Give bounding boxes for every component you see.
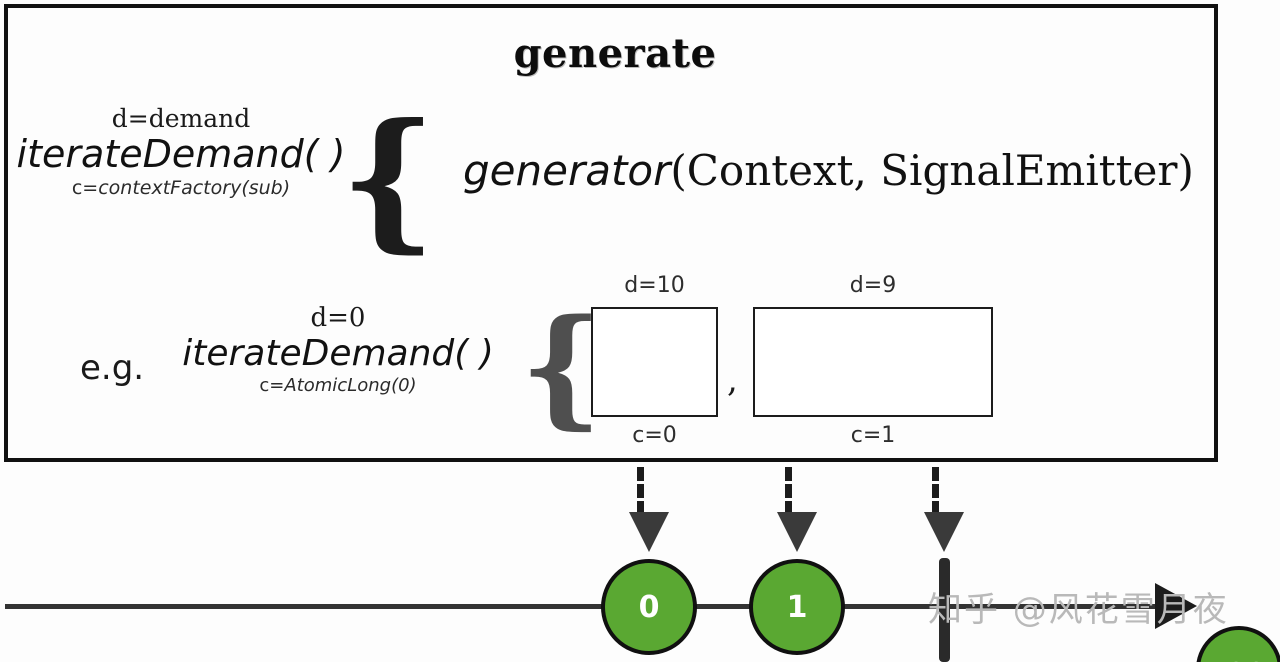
page-title: generate <box>513 30 717 77</box>
timeline-marble-1: 1 <box>749 559 845 655</box>
generate-operator-panel: generate d=demand iterateDemand( ) c=con… <box>4 4 1280 662</box>
generator-signature-name: generator <box>463 146 671 195</box>
demand-annotation-top: d=demand <box>111 104 251 133</box>
emission-arrow-icon-2 <box>777 467 817 557</box>
emission-arrow-head-3 <box>924 512 964 552</box>
timeline-marble-0: 0 <box>601 559 697 655</box>
context-annotation-top-prefix: c= <box>71 176 99 199</box>
generator-signature: generator(Context, SignalEmitter) <box>463 146 1194 195</box>
timeline-completion-bar-icon <box>939 558 950 662</box>
emission-arrow-stem-1 <box>637 467 644 515</box>
context-annotation-example-prefix: c= <box>259 374 285 396</box>
emission-box-1-demand-label: d=10 <box>624 273 685 298</box>
emission-box-2: c++ <box>753 307 993 417</box>
emission-box-1: c++ <box>591 307 1280 662</box>
emission-arrow-stem-3 <box>932 467 939 515</box>
boxes-separator: , <box>727 360 738 400</box>
emission-box-2-context-label: c=1 <box>850 423 896 448</box>
generator-signature-params: (Context, SignalEmitter) <box>670 146 1194 195</box>
cpp-marble-icon-1: c++ <box>1196 626 1280 662</box>
iterate-demand-signature-example: d=0 iterateDemand( ) c=AtomicLong(0) <box>163 305 513 395</box>
emission-box-2-demand-label: d=9 <box>849 273 897 298</box>
iterate-demand-label-example: iterateDemand( ) <box>182 333 494 374</box>
emission-arrow-icon-1 <box>629 467 669 557</box>
emission-box-1-context-label: c=0 <box>632 423 677 448</box>
timeline-axis <box>5 604 1165 609</box>
watermark: 知乎 @风花雪月夜 <box>928 590 1229 630</box>
emission-arrow-icon-3 <box>924 467 964 557</box>
emission-arrow-head-1 <box>629 512 669 552</box>
demand-annotation-example: d=0 <box>310 303 366 333</box>
brace-top-icon: { <box>340 91 437 267</box>
brace-example-icon: { <box>520 292 603 442</box>
context-annotation-top: c=contextFactory(sub) <box>16 176 346 199</box>
context-annotation-top-value: contextFactory(sub) <box>98 176 291 199</box>
context-annotation-example: c=AtomicLong(0) <box>163 374 513 396</box>
iterate-demand-signature-top: d=demand iterateDemand( ) c=contextFacto… <box>16 106 346 198</box>
example-label: e.g. <box>80 348 145 388</box>
emission-arrow-stem-2 <box>785 467 792 515</box>
emission-arrow-head-2 <box>777 512 817 552</box>
context-annotation-example-value: AtomicLong(0) <box>284 374 417 396</box>
iterate-demand-label-top: iterateDemand( ) <box>16 132 346 176</box>
timeline-arrowhead-icon <box>1155 583 1197 629</box>
